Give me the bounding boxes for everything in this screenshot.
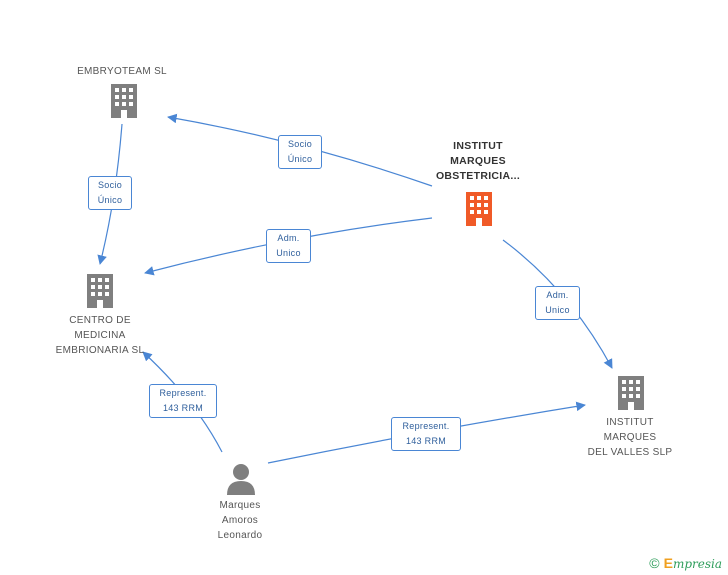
building-icon bbox=[618, 376, 644, 410]
edge-label-socio-unico[interactable]: Socio Único bbox=[88, 176, 132, 210]
edge-label-represent[interactable]: Represent. 143 RRM bbox=[149, 384, 217, 418]
node-label-person[interactable]: Marques Amoros Leonardo bbox=[217, 500, 263, 541]
building-icon bbox=[87, 274, 113, 308]
edge-label-socio-unico[interactable]: Socio Único bbox=[278, 135, 322, 169]
node-label-institut-valles[interactable]: INSTITUT MARQUES DEL VALLES SLP bbox=[587, 417, 673, 458]
building-icon bbox=[466, 192, 492, 226]
node-label-embryoteam[interactable]: EMBRYOTEAM SL bbox=[77, 66, 167, 77]
edge-label-adm-unico[interactable]: Adm. Unico bbox=[266, 229, 311, 263]
edge-label-represent[interactable]: Represent. 143 RRM bbox=[391, 417, 461, 451]
node-label-centro-medicina[interactable]: CENTRO DE MEDICINA EMBRIONARIA SL bbox=[55, 315, 145, 356]
node-label-institut-obstetricia[interactable]: INSTITUT MARQUES OBSTETRICIA... bbox=[435, 140, 521, 182]
edge-label-adm-unico[interactable]: Adm. Unico bbox=[535, 286, 580, 320]
building-icon bbox=[111, 84, 137, 118]
brand-logo: Empresia bbox=[664, 555, 722, 571]
brand-name: mpresia bbox=[672, 557, 722, 571]
footer-brand[interactable]: © Empresia bbox=[649, 555, 722, 571]
person-icon bbox=[227, 464, 255, 495]
copyright-symbol: © bbox=[649, 555, 660, 571]
brand-initial: E bbox=[663, 555, 673, 571]
